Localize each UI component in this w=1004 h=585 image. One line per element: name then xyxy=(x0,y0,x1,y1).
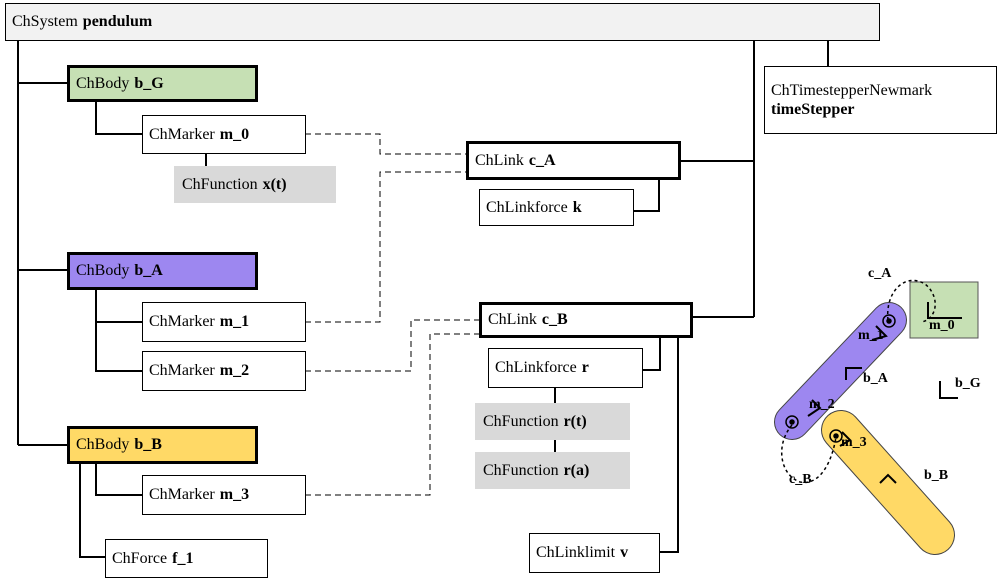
link-c-a-box: ChLink c_A xyxy=(466,141,681,180)
force-f-1-box: ChForce f_1 xyxy=(105,539,268,578)
sketch-label-b-g: b_G xyxy=(955,376,981,391)
sketch-label-b-a: b_A xyxy=(863,371,888,386)
linkforce-k-box: ChLinkforce k xyxy=(479,189,634,226)
marker-m-2-box: ChMarker m_2 xyxy=(142,351,306,391)
link-c-a-name: c_A xyxy=(528,151,556,169)
sketch-label-c-b: c_B xyxy=(789,472,812,487)
sketch-label-m-0: m_0 xyxy=(929,318,955,333)
body-b-g-box: ChBody b_G xyxy=(67,65,258,102)
ground-body-shape xyxy=(909,281,979,339)
linklimit-v-box: ChLinklimit v xyxy=(529,533,660,573)
body-b-g-name: b_G xyxy=(134,74,164,92)
linklimit-v-name: v xyxy=(620,544,629,562)
body-b-b-name: b_B xyxy=(134,436,162,454)
link-c-b-name: c_B xyxy=(541,311,568,329)
function-rt-box: ChFunction r(t) xyxy=(475,403,630,440)
function-ra-name: r(a) xyxy=(563,461,590,479)
linkforce-r-box: ChLinkforce r xyxy=(488,348,643,388)
system-name: pendulum xyxy=(82,13,153,31)
system-box: ChSystem pendulum xyxy=(5,3,880,41)
marker-m-3-box: ChMarker m_3 xyxy=(142,475,306,515)
function-ra-box: ChFunction r(a) xyxy=(475,452,630,489)
link-c-b-box: ChLink c_B xyxy=(479,302,693,338)
marker-m-0-name: m_0 xyxy=(219,125,250,143)
timestepper-box: ChTimestepperNewmark timeStepper xyxy=(764,66,997,134)
marker-m-0-box: ChMarker m_0 xyxy=(142,115,306,154)
timestepper-name: timeStepper xyxy=(771,101,855,118)
body-b-b-box: ChBody b_B xyxy=(67,426,258,464)
force-f-1-name: f_1 xyxy=(172,549,194,567)
marker-m-2-name: m_2 xyxy=(219,362,250,380)
marker-m-3-name: m_3 xyxy=(219,486,250,504)
marker-m-1-box: ChMarker m_1 xyxy=(142,302,306,342)
linkforce-r-name: r xyxy=(581,359,589,377)
pendulum-sketch xyxy=(774,279,979,555)
system-type: ChSystem xyxy=(12,13,78,31)
sketch-label-m-2: m_2 xyxy=(809,397,835,412)
function-x-name: x(t) xyxy=(262,175,287,193)
sketch-label-c-a: c_A xyxy=(868,266,892,281)
function-rt-name: r(t) xyxy=(563,412,587,430)
marker-m-1-name: m_1 xyxy=(219,313,250,331)
body-b-a-box: ChBody b_A xyxy=(67,252,258,290)
sketch-label-m-1: m_1 xyxy=(858,328,884,343)
sketch-label-b-b: b_B xyxy=(924,468,949,483)
sketch-label-m-3: m_3 xyxy=(841,435,867,450)
linkforce-k-name: k xyxy=(572,198,582,216)
function-x-box: ChFunction x(t) xyxy=(174,166,336,203)
timestepper-type: ChTimestepperNewmark xyxy=(771,81,933,99)
body-b-a-name: b_A xyxy=(134,262,163,280)
